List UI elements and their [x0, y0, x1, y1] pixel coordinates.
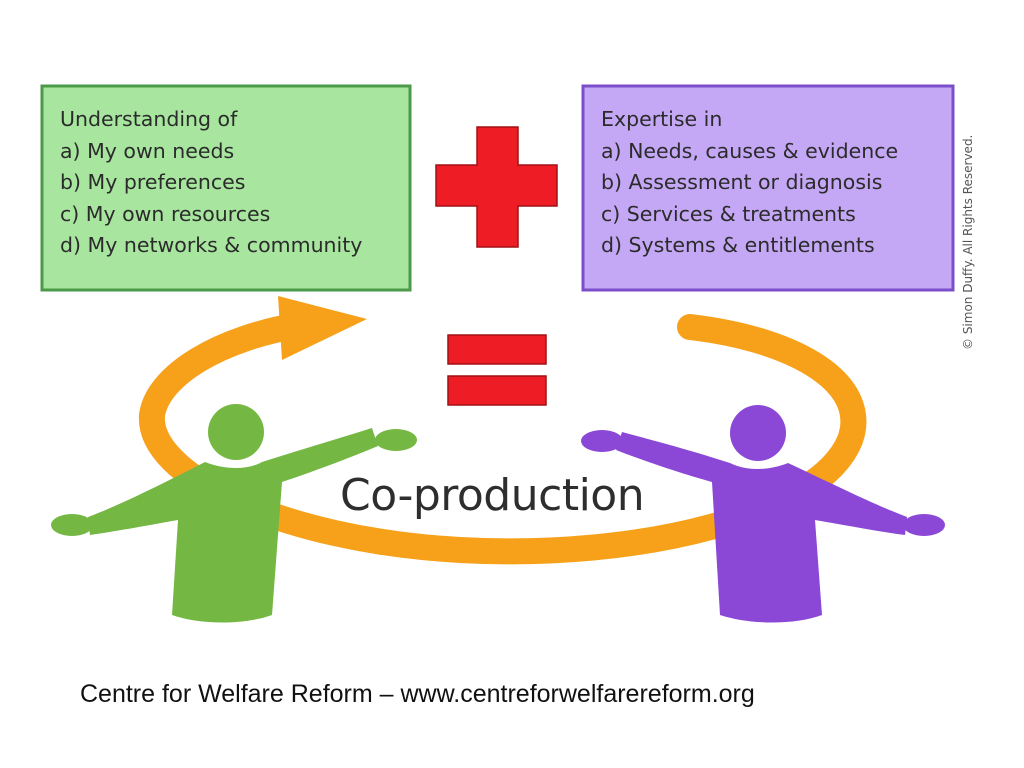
plus-icon	[435, 126, 558, 248]
right-box: Expertise in a) Needs, causes & evidence…	[583, 86, 953, 290]
left-box-title: Understanding of	[60, 107, 238, 131]
co-production-label: Co-production	[340, 470, 645, 521]
equals-icon	[447, 334, 547, 406]
circular-arrow-icon	[138, 312, 867, 565]
footer-caption: Centre for Welfare Reform – www.centrefo…	[80, 680, 755, 708]
left-box-item: c) My own resources	[60, 201, 271, 226]
left-box-item: b) My preferences	[60, 170, 246, 194]
purple-person-icon	[581, 405, 945, 623]
right-box-item: b) Assessment or diagnosis	[601, 170, 883, 194]
right-box-title: Expertise in	[601, 107, 723, 131]
green-person-icon	[51, 404, 417, 623]
left-box: Understanding of a) My own needs b) My p…	[42, 86, 410, 290]
right-box-background	[581, 84, 955, 292]
left-box-item: d) My networks & community	[60, 233, 363, 257]
left-box-background	[40, 84, 412, 292]
right-box-item: d) Systems & entitlements	[601, 233, 875, 257]
right-box-item: a) Needs, causes & evidence	[601, 138, 899, 163]
left-box-item: a) My own needs	[60, 138, 235, 163]
right-box-item: c) Services & treatments	[601, 201, 856, 226]
arrowhead-icon	[278, 296, 367, 360]
copyright-notice: © Simon Duffy. All Rights Reserved.	[961, 134, 975, 350]
